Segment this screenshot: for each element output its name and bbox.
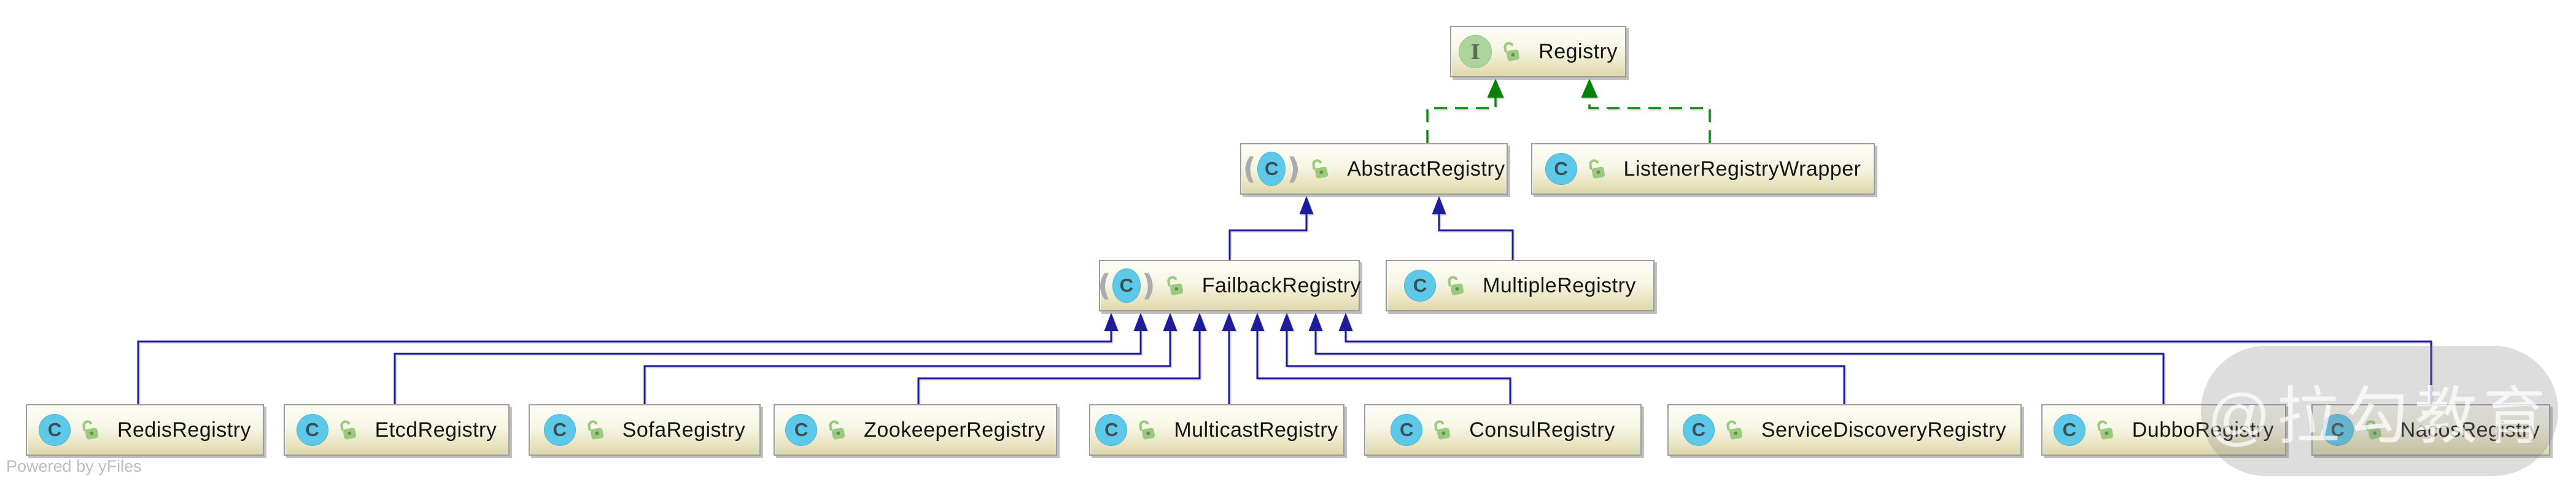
node-label: ZookeeperRegistry xyxy=(864,418,1046,442)
extends-arrowhead xyxy=(1222,313,1236,331)
public-unlocked-padlock-icon xyxy=(829,420,845,440)
class-icon: C xyxy=(2321,414,2354,446)
class-letter-badge: C xyxy=(1112,268,1141,303)
abstract-class-icon: (C) xyxy=(1098,268,1155,303)
public-unlocked-padlock-icon xyxy=(1588,159,1605,179)
edge-DubboRegistry-extends-FailbackRegistry xyxy=(1314,331,2165,404)
class-node-MulticastRegistry[interactable]: C MulticastRegistry xyxy=(1089,404,1344,456)
public-unlocked-padlock-icon xyxy=(588,420,603,440)
abstract-paren: ) xyxy=(1287,152,1301,186)
class-icon: C xyxy=(785,414,818,446)
public-unlocked-padlock-icon xyxy=(2365,420,2381,440)
public-unlocked-padlock-icon xyxy=(1312,159,1329,179)
edge-MultipleRegistry-extends-AbstractRegistry xyxy=(1438,214,1514,260)
edge-EtcdRegistry-extends-FailbackRegistry xyxy=(394,331,1142,404)
abstract-paren: ( xyxy=(1097,268,1111,303)
powered-by-yfiles-caption: Powered by yFiles xyxy=(6,457,142,475)
edge-ListenerRegistryWrapper-implements-Registry xyxy=(1588,97,1711,143)
class-node-DubboRegistry[interactable]: C DubboRegistry xyxy=(2041,404,2286,456)
node-label: FailbackRegistry xyxy=(1201,273,1362,297)
public-unlocked-padlock-icon xyxy=(1139,420,1155,440)
node-label: SofaRegistry xyxy=(622,418,746,442)
extends-arrowhead xyxy=(1338,313,1353,331)
node-label: ServiceDiscoveryRegistry xyxy=(1761,418,2007,442)
class-node-SofaRegistry[interactable]: C SofaRegistry xyxy=(529,404,761,456)
extends-arrowhead xyxy=(1432,196,1446,214)
public-unlocked-padlock-icon xyxy=(1434,420,1451,440)
class-icon: C xyxy=(1545,153,1577,185)
edge-SofaRegistry-extends-FailbackRegistry xyxy=(643,331,1171,404)
public-unlocked-padlock-icon xyxy=(82,420,99,440)
interface-icon: I xyxy=(1459,35,1492,68)
class-node-ZookeeperRegistry[interactable]: C ZookeeperRegistry xyxy=(774,404,1057,456)
node-label: MulticastRegistry xyxy=(1174,418,1338,442)
edge-NacosRegistry-extends-FailbackRegistry xyxy=(1344,331,2432,404)
public-unlocked-padlock-icon xyxy=(1726,420,1742,440)
extends-arrowhead xyxy=(1133,313,1148,331)
node-label: ListenerRegistryWrapper xyxy=(1623,157,1861,181)
extends-arrowhead xyxy=(1192,313,1207,331)
node-label: AbstractRegistry xyxy=(1347,157,1505,181)
node-label: NacosRegistry xyxy=(2400,418,2540,442)
node-label: DubboRegistry xyxy=(2132,418,2275,442)
edge-ConsulRegistry-extends-FailbackRegistry xyxy=(1256,331,1511,404)
abstract-paren: ( xyxy=(1243,152,1257,186)
public-unlocked-padlock-icon xyxy=(339,420,356,440)
edge-FailbackRegistry-extends-AbstractRegistry xyxy=(1228,214,1308,260)
node-label: RedisRegistry xyxy=(117,418,252,442)
class-node-ListenerRegistryWrapper[interactable]: C ListenerRegistryWrapper xyxy=(1531,143,1875,195)
class-icon: C xyxy=(1391,414,1423,446)
class-icon: C xyxy=(296,414,328,446)
class-icon: C xyxy=(1682,414,1715,446)
node-label: EtcdRegistry xyxy=(374,418,497,442)
public-unlocked-padlock-icon xyxy=(1167,276,1183,295)
node-label: Registry xyxy=(1538,39,1618,63)
edge-ZookeeperRegistry-extends-FailbackRegistry xyxy=(917,331,1201,404)
class-icon: C xyxy=(1095,414,1128,446)
class-node-MultipleRegistry[interactable]: C MultipleRegistry xyxy=(1386,260,1655,311)
class-icon: C xyxy=(2053,414,2085,446)
edge-RedisRegistry-extends-FailbackRegistry xyxy=(137,331,1112,404)
edge-AbstractRegistry-implements-Registry xyxy=(1426,97,1497,143)
interface-node-Registry[interactable]: I Registry xyxy=(1450,26,1626,77)
class-icon: C xyxy=(543,414,576,446)
public-unlocked-padlock-icon xyxy=(2097,420,2113,440)
edge-ServiceDiscoveryRegistry-extends-FailbackRegistry xyxy=(1286,331,1845,404)
extends-arrowhead xyxy=(1299,196,1314,214)
class-node-NacosRegistry[interactable]: C NacosRegistry xyxy=(2311,404,2550,456)
class-node-ServiceDiscoveryRegistry[interactable]: C ServiceDiscoveryRegistry xyxy=(1667,404,2022,456)
extends-arrowhead xyxy=(1308,313,1323,331)
public-unlocked-padlock-icon xyxy=(1503,42,1520,61)
extends-arrowhead xyxy=(1163,313,1177,331)
extends-arrowhead xyxy=(1279,313,1294,331)
class-node-AbstractRegistry[interactable]: (C) AbstractRegistry xyxy=(1240,143,1508,195)
abstract-class-icon: (C) xyxy=(1243,152,1300,186)
public-unlocked-padlock-icon xyxy=(1448,276,1464,295)
class-node-EtcdRegistry[interactable]: C EtcdRegistry xyxy=(284,404,510,456)
abstract-paren: ) xyxy=(1141,268,1155,303)
extends-arrowhead xyxy=(1104,313,1119,331)
class-node-RedisRegistry[interactable]: C RedisRegistry xyxy=(26,404,264,456)
implements-arrowhead xyxy=(1581,79,1598,98)
class-node-ConsulRegistry[interactable]: C ConsulRegistry xyxy=(1364,404,1642,456)
node-label: ConsulRegistry xyxy=(1469,418,1615,442)
node-label: MultipleRegistry xyxy=(1483,273,1636,297)
implements-arrowhead xyxy=(1487,79,1504,98)
class-icon: C xyxy=(38,414,71,446)
class-node-FailbackRegistry[interactable]: (C) FailbackRegistry xyxy=(1098,260,1362,311)
extends-arrowhead xyxy=(1250,313,1265,331)
class-icon: C xyxy=(1404,270,1437,302)
class-letter-badge: C xyxy=(1257,152,1286,186)
